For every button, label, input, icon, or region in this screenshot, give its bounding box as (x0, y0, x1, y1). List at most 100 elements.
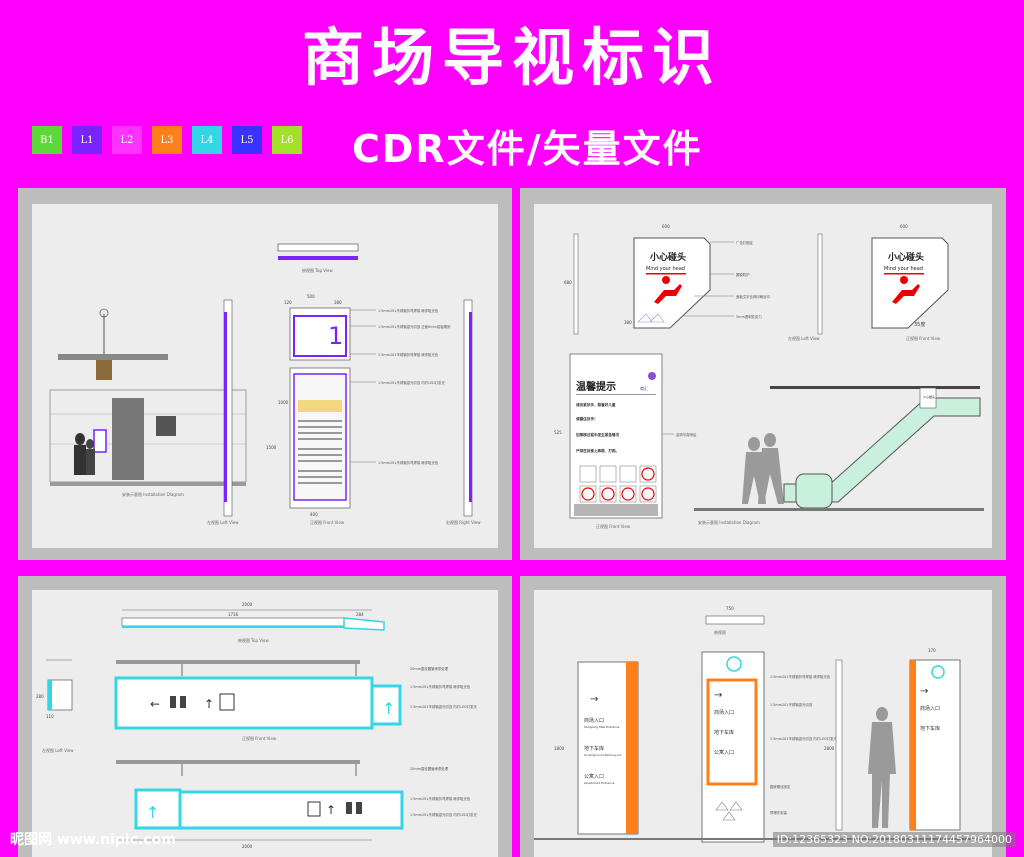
svg-text:280: 280 (36, 694, 44, 699)
color-swatch: L5 (232, 126, 262, 154)
watermark-id: ID:12365323 NO:20180311174457964000 (772, 832, 1016, 847)
panel-directory-totems: 750 俯视图 → 商场入口 Shopping Mall Entrance 地下… (520, 576, 1006, 857)
svg-text:284: 284 (356, 612, 364, 617)
svg-text:1716: 1716 (228, 612, 239, 617)
svg-text:1500: 1500 (266, 445, 277, 450)
hanging-sign-drawing: 2000 1716 284 俯视图 Top View 110 280 左视图 L… (36, 602, 477, 849)
svg-text:→: → (920, 686, 928, 697)
svg-text:←: ← (150, 697, 160, 711)
svg-text:1.5mm201不锈钢激光切割: 1.5mm201不锈钢激光切割 (770, 702, 813, 707)
svg-text:小心碰头: 小心碰头 (887, 251, 924, 263)
panel-signboard: 俯视图 Top View 安装示意图 Installation Diagram … (18, 188, 512, 560)
page-subtitle: CDR文件/矢量文件 (352, 127, 703, 171)
svg-text:→: → (590, 694, 598, 705)
svg-text:商场入口: 商场入口 (584, 717, 604, 724)
svg-text:安装示意图 Installation Diagram: 安装示意图 Installation Diagram (698, 519, 760, 525)
page-title: 商场导视标识 (301, 21, 722, 94)
color-swatch: B1 (32, 126, 62, 154)
svg-text:正视图 Front View: 正视图 Front View (596, 523, 631, 529)
svg-text:地下车库: 地下车库 (714, 729, 734, 736)
svg-text:600: 600 (662, 224, 670, 229)
color-swatches: B1 L1 L2 L3 L4 L5 L6 (32, 126, 302, 154)
svg-text:↑: ↑ (382, 699, 395, 718)
svg-text:525: 525 (554, 430, 562, 435)
svg-text:公寓入口: 公寓入口 (714, 749, 734, 756)
svg-text:↑: ↑ (204, 697, 214, 711)
svg-text:商场入口: 商场入口 (920, 705, 940, 712)
svg-text:600: 600 (900, 224, 908, 229)
svg-text:圆模防护: 圆模防护 (736, 272, 750, 277)
svg-text:1.5mm201不锈钢折弯焊接 烤漆哑光色: 1.5mm201不锈钢折弯焊接 烤漆哑光色 (410, 684, 471, 689)
svg-text:高清写真喷绘: 高清写真喷绘 (676, 432, 697, 437)
svg-text:20mm直径圆管烤漆处理: 20mm直径圆管烤漆处理 (410, 666, 449, 671)
svg-text:正视图 Front View: 正视图 Front View (906, 335, 941, 341)
svg-text:右视图 Right View: 右视图 Right View (446, 519, 481, 525)
svg-text:→: → (714, 690, 722, 701)
svg-text:俯视图: 俯视图 (714, 629, 726, 635)
view-label: 俯视图 Top View (302, 267, 334, 273)
svg-text:左视图 Left View: 左视图 Left View (788, 335, 820, 341)
svg-text:商场入口: 商场入口 (714, 709, 734, 716)
svg-text:正视图 Front View: 正视图 Front View (310, 519, 345, 525)
svg-text:1.5mm201不锈钢折弯焊接 烤漆哑光色: 1.5mm201不锈钢折弯焊接 烤漆哑光色 (770, 674, 831, 679)
svg-text:1.5mm201不锈钢折弯焊接 烤漆哑光色: 1.5mm201不锈钢折弯焊接 烤漆哑光色 (378, 460, 439, 465)
color-swatch: L4 (192, 126, 222, 154)
svg-text:Mind your head: Mind your head (646, 266, 685, 272)
svg-text:请扶紧扶手，照看好儿童: 请扶紧扶手，照看好儿童 (576, 402, 616, 407)
svg-text:1.5mm201不锈钢激光切割 内衬LED灯发光: 1.5mm201不锈钢激光切割 内衬LED灯发光 (378, 380, 445, 385)
svg-text:面板文字丝网印刷反印: 面板文字丝网印刷反印 (736, 294, 771, 299)
svg-text:1.5mm201不锈钢激光切割 内衬LED灯发光: 1.5mm201不锈钢激光切割 内衬LED灯发光 (770, 736, 837, 741)
color-swatch: L1 (72, 126, 102, 154)
svg-text:俯视图 Top View: 俯视图 Top View (238, 637, 270, 643)
svg-text:左视图 Left View: 左视图 Left View (42, 747, 74, 753)
svg-text:20mm直径圆管烤漆处理: 20mm直径圆管烤漆处理 (410, 766, 449, 771)
svg-text:380: 380 (624, 320, 632, 325)
svg-text:1.5mm201不锈钢激光切割 内衬LED灯发光: 1.5mm201不锈钢激光切割 内衬LED灯发光 (410, 704, 477, 709)
totem-drawing: 750 俯视图 → 商场入口 Shopping Mall Entrance 地下… (534, 606, 992, 843)
svg-text:↑: ↑ (146, 803, 159, 822)
svg-text:公寓入口: 公寓入口 (584, 773, 604, 780)
svg-text:380: 380 (334, 300, 342, 305)
notice-title: 温馨提示 (576, 380, 616, 393)
svg-text:小心碰头: 小心碰头 (923, 394, 935, 399)
svg-text:2000: 2000 (242, 844, 253, 849)
svg-text:2800: 2800 (824, 746, 835, 751)
svg-text:1000: 1000 (278, 400, 289, 405)
svg-text:地下车库: 地下车库 (920, 725, 940, 732)
svg-text:Underground Parking Lot: Underground Parking Lot (584, 753, 622, 757)
svg-text:广告钉固定: 广告钉固定 (736, 240, 754, 245)
sign-number: 1 (328, 322, 343, 350)
color-swatch: L3 (152, 126, 182, 154)
svg-text:1800: 1800 (554, 746, 565, 751)
svg-text:680: 680 (564, 280, 572, 285)
signboard-drawing: 俯视图 Top View 安装示意图 Installation Diagram … (49, 243, 481, 525)
svg-text:安装示意图 Installation Diagram: 安装示意图 Installation Diagram (122, 491, 184, 497)
svg-text:膨胀螺丝固定: 膨胀螺丝固定 (770, 784, 791, 789)
svg-text:1.5mm201不锈钢折弯焊接 烤漆哑光色: 1.5mm201不锈钢折弯焊接 烤漆哑光色 (410, 796, 471, 801)
caution-drawing: 680 小心碰头 Mind your head 600 380 广告钉固定 圆模… (554, 224, 984, 529)
svg-text:1.5mm201不锈钢折弯焊接 烤漆哑光色: 1.5mm201不锈钢折弯焊接 烤漆哑光色 (378, 308, 439, 313)
color-swatch: L2 (112, 126, 142, 154)
svg-text:110: 110 (46, 714, 54, 719)
svg-text:2000: 2000 (242, 602, 253, 607)
svg-text:左视图 Left View: 左视图 Left View (207, 519, 239, 525)
svg-text:↑: ↑ (326, 803, 336, 817)
svg-text:Apartment Entrance: Apartment Entrance (584, 781, 615, 785)
svg-text:请握住扶手！: 请握住扶手！ (576, 416, 598, 421)
svg-text:500: 500 (307, 294, 315, 299)
svg-text:370: 370 (928, 648, 936, 653)
svg-text:Shopping Mall Entrance: Shopping Mall Entrance (584, 725, 620, 729)
svg-text:1.5mm201不锈钢折弯焊接 烤漆哑光色: 1.5mm201不锈钢折弯焊接 烤漆哑光色 (378, 352, 439, 357)
panel-caution-signs: 680 小心碰头 Mind your head 600 380 广告钉固定 圆模… (520, 188, 1006, 560)
svg-text:1.5mm201不锈钢激光切割 内衬LED灯发光: 1.5mm201不锈钢激光切割 内衬LED灯发光 (410, 812, 477, 817)
svg-text:750: 750 (726, 606, 734, 611)
color-swatch: L6 (272, 126, 302, 154)
svg-text:如乘梯过程中发生紧急情况: 如乘梯过程中发生紧急情况 (576, 432, 620, 437)
svg-text:120: 120 (284, 300, 292, 305)
caution-title: 小心碰头 (649, 251, 686, 263)
svg-text:正视图 Front View: 正视图 Front View (242, 735, 277, 741)
svg-text:35度: 35度 (914, 321, 925, 328)
panel-hanging-signs: 2000 1716 284 俯视图 Top View 110 280 左视图 L… (18, 576, 512, 857)
svg-text:Mind your head: Mind your head (884, 266, 923, 272)
svg-text:400: 400 (310, 512, 318, 517)
